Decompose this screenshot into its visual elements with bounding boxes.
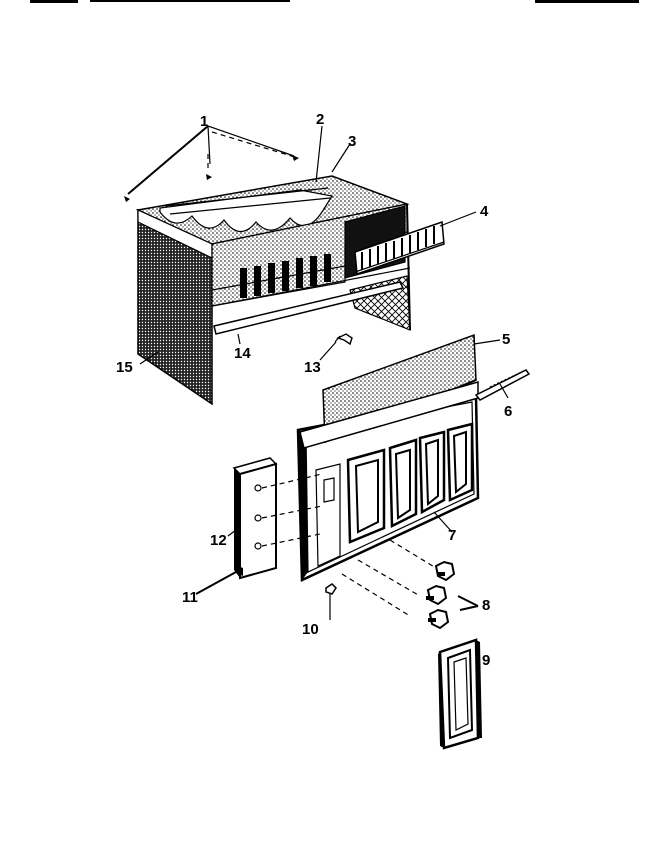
control-panel-bracket [232,457,278,580]
front-grille-panel [296,333,480,582]
access-door [438,638,482,750]
callout-14: 14 [234,345,251,362]
callout-3: 3 [348,133,356,150]
callout-1: 1 [200,113,208,130]
callout-9: 9 [482,652,490,669]
bottom-front-rail [213,281,405,335]
filter-rack-bracket [354,220,445,276]
alignment-dashed-lines [261,473,437,617]
control-knobs [426,560,456,630]
leader-lines [127,125,509,661]
cabinet-assembly [124,131,445,406]
front-panel-louvre-doors [346,422,474,544]
callout-11: 11 [182,589,198,606]
callout-12: 12 [210,532,227,549]
callout-4: 4 [480,203,489,220]
front-panel-rod [474,369,531,401]
callout-6: 6 [504,403,512,420]
back-panel-louvres [211,254,346,298]
callout-labels: 1 2 3 4 5 6 7 8 9 10 11 12 13 14 15 [116,111,512,669]
knob-middle [426,584,448,606]
callout-13: 13 [304,359,321,376]
knob-top [434,560,456,582]
callout-7: 7 [448,527,456,544]
callout-5: 5 [502,331,510,348]
page-header-rules [30,0,639,3]
spring-clip [334,333,353,346]
callout-10: 10 [302,621,319,638]
callout-8: 8 [482,597,490,614]
retainer-clip [325,583,337,595]
knob-bottom [428,608,450,630]
callout-2: 2 [316,111,324,128]
callout-15: 15 [116,359,133,376]
